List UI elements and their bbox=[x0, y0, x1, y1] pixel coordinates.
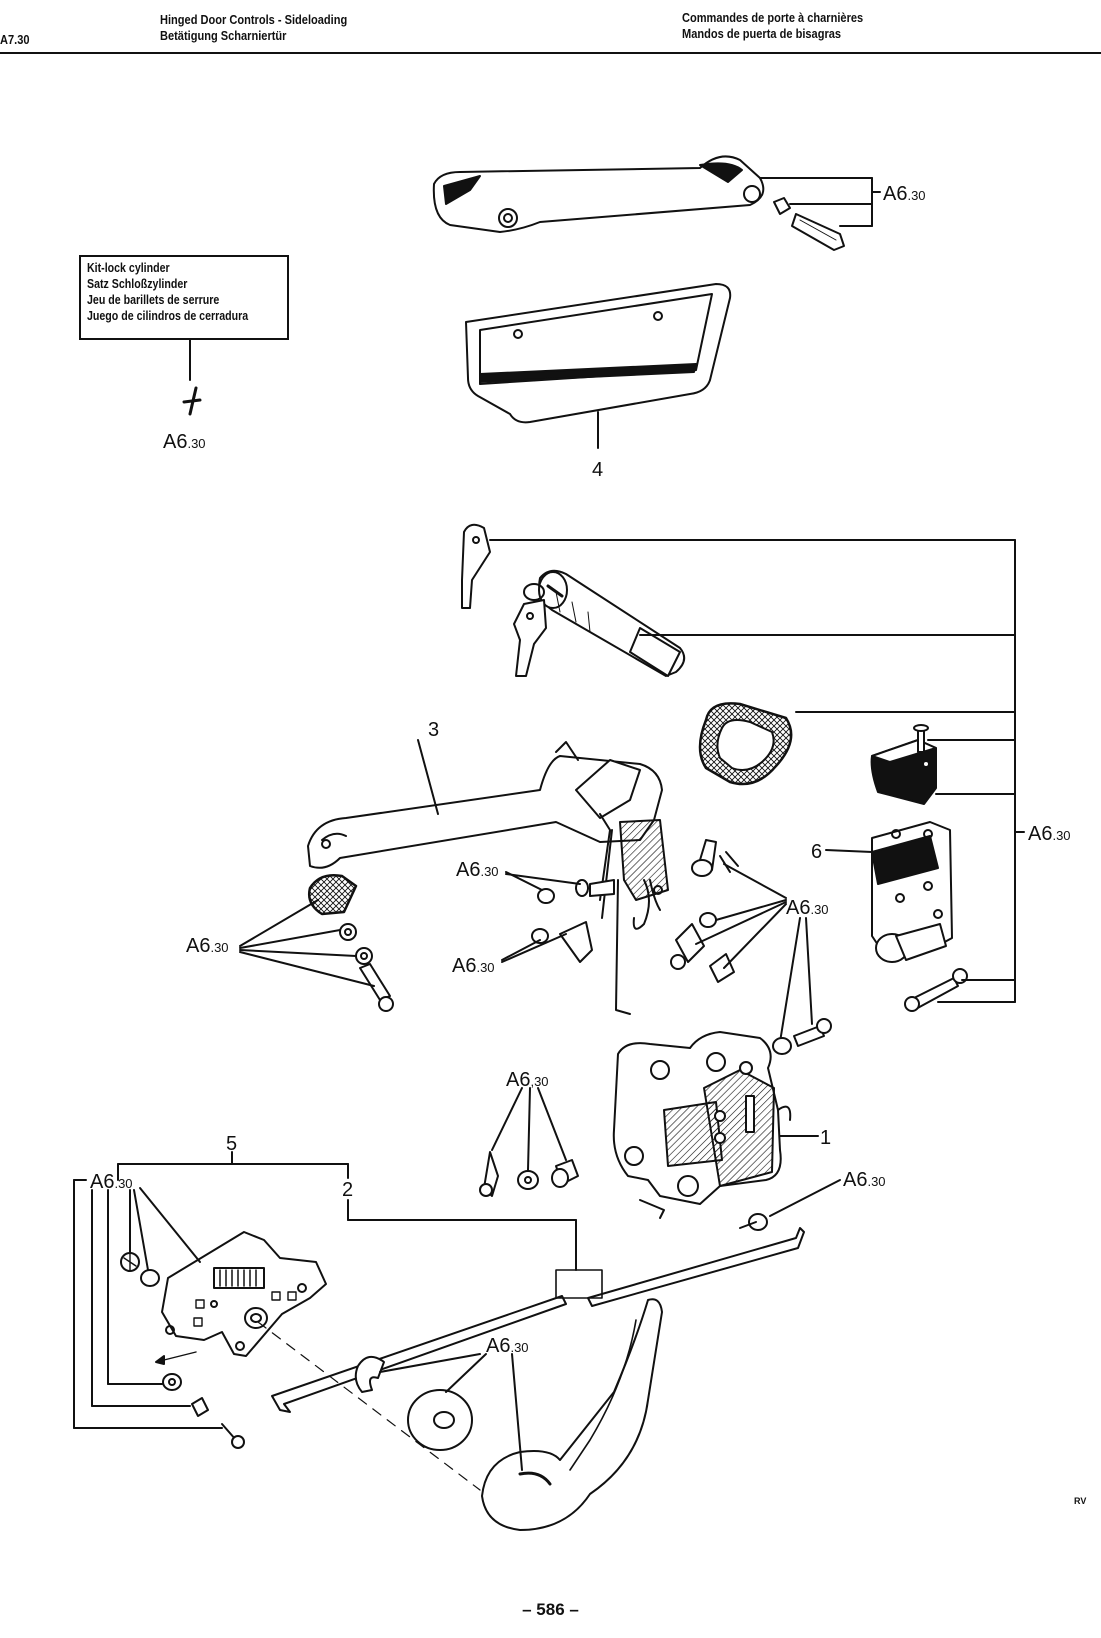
latch-lower-screw bbox=[739, 1213, 768, 1231]
kit-box-leader bbox=[182, 339, 202, 416]
right-bracket-leader bbox=[489, 539, 1025, 1003]
handle-washers bbox=[339, 923, 394, 1012]
latch-left-fittings bbox=[479, 1151, 579, 1197]
rod-part-2-leader bbox=[347, 1199, 603, 1299]
title-german: Betätigung Scharniertür bbox=[160, 28, 287, 43]
part-number-2: 2 bbox=[342, 1179, 353, 1201]
lock-link-fittings bbox=[670, 839, 739, 983]
kit-line-de: Satz Schloßzylinder bbox=[87, 277, 188, 291]
latch-lower-leader bbox=[769, 1179, 841, 1217]
part-3-leader bbox=[417, 739, 439, 815]
left-handle-ref-label: A6.30 bbox=[186, 935, 229, 957]
centre-ref-leaders bbox=[695, 863, 813, 1043]
inside-door-handle bbox=[481, 1298, 663, 1531]
remote-control-unit bbox=[161, 1231, 327, 1357]
remote-ref-label: A6.30 bbox=[90, 1171, 133, 1193]
spindle-axis-line bbox=[257, 1321, 481, 1491]
kit-ref-label: A6.30 bbox=[163, 431, 206, 453]
connecting-rod-lower bbox=[271, 1295, 567, 1413]
title-spanish: Mandos de puerta de bisagras bbox=[682, 26, 842, 41]
connecting-rod-upper bbox=[587, 1227, 805, 1307]
grab-handle bbox=[432, 155, 765, 233]
grab-handle-leader bbox=[759, 177, 881, 227]
spring-clip bbox=[354, 1355, 385, 1393]
assembly-direction-arrow bbox=[155, 1351, 197, 1365]
handle-end-pad bbox=[308, 874, 358, 916]
attached-key bbox=[513, 583, 547, 677]
spare-key bbox=[461, 523, 491, 609]
pushrod-vertical bbox=[615, 879, 650, 1015]
striker-bracket bbox=[871, 821, 953, 963]
title-french: Commandes de porte à charnières bbox=[682, 10, 864, 25]
escutcheon-rosette bbox=[407, 1389, 473, 1451]
title-english: Hinged Door Controls - Sideloading bbox=[160, 12, 348, 27]
title-block-left: Hinged Door Controls - Sideloading Betät… bbox=[160, 12, 347, 44]
kit-line-es: Juego de cilindros de cerradura bbox=[87, 309, 249, 323]
section-code: A7.30 bbox=[0, 32, 30, 47]
part-number-6: 6 bbox=[811, 841, 822, 863]
header-rule bbox=[0, 52, 1101, 54]
handle-gasket bbox=[698, 702, 793, 786]
pivot-ref-leaders bbox=[501, 871, 581, 963]
grab-handle-screw bbox=[773, 197, 845, 251]
pivot-ref-label-lower: A6.30 bbox=[452, 955, 495, 977]
page-number: – 586 – bbox=[522, 1600, 579, 1619]
artist-mark: RV bbox=[1074, 1496, 1087, 1506]
remote-bracket-leader bbox=[73, 1151, 349, 1429]
latch-left-ref-label: A6,30 bbox=[506, 1069, 549, 1091]
kit-line-en: Kit-lock cylinder bbox=[87, 261, 170, 275]
handle-pivot-parts bbox=[531, 879, 615, 963]
inside-handle-ref-label: A6.30 bbox=[486, 1335, 529, 1357]
left-handle-ref-leader bbox=[239, 899, 375, 987]
title-block-right: Commandes de porte à charnières Mandos d… bbox=[682, 10, 863, 42]
pivot-ref-label-upper: A6.30 bbox=[456, 859, 499, 881]
wedge-block bbox=[870, 739, 937, 805]
part-number-5: 5 bbox=[226, 1133, 237, 1155]
part-6-leader bbox=[825, 849, 873, 853]
door-latch bbox=[612, 1031, 792, 1219]
part-number-4: 4 bbox=[592, 459, 603, 481]
bracket-screw bbox=[904, 968, 968, 1012]
grab-handle-ref-label: A6.30 bbox=[883, 183, 926, 205]
part-number-3: 3 bbox=[428, 719, 439, 741]
latch-lower-ref-label: A6.30 bbox=[843, 1169, 886, 1191]
part-number-1: 1 bbox=[820, 1127, 831, 1149]
remote-fasteners bbox=[120, 1252, 245, 1449]
latch-left-ref-leaders bbox=[491, 1087, 567, 1171]
kit-lock-cylinder-box: Kit-lock cylinder Satz Schloßzylinder Je… bbox=[79, 255, 289, 340]
wedge-screw bbox=[913, 724, 929, 753]
inside-handle-ref-leaders bbox=[379, 1353, 523, 1471]
outside-door-handle bbox=[307, 741, 669, 919]
centre-ref-label: A6.30 bbox=[786, 897, 829, 919]
lock-cylinder bbox=[538, 569, 686, 677]
handle-recess-cup bbox=[465, 283, 732, 424]
bracket-ref-label: A6.30 bbox=[1028, 823, 1071, 845]
kit-line-fr: Jeu de barillets de serrure bbox=[87, 293, 220, 307]
latch-screw bbox=[772, 1018, 832, 1055]
